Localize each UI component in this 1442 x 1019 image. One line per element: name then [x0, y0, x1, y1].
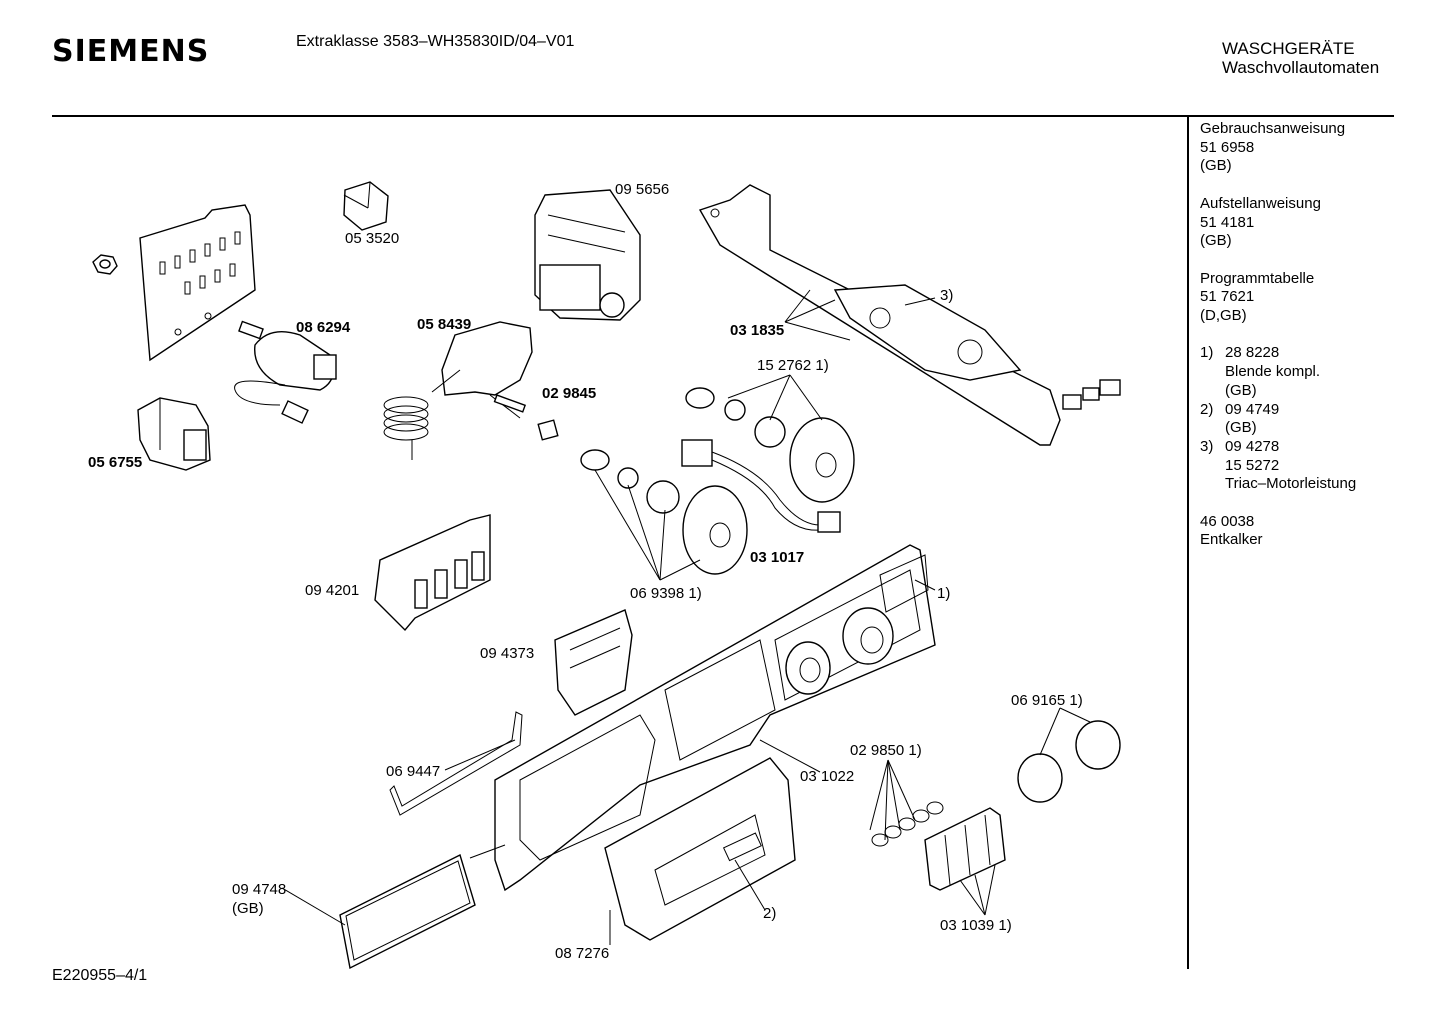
doc-lang: (D,GB)	[1200, 307, 1247, 324]
footnote-num: 3)	[1200, 437, 1214, 455]
footnote-line: 28 8228	[1225, 344, 1280, 362]
part-label: 09 4373	[480, 645, 534, 662]
doc-number: 51 4181	[1200, 213, 1255, 231]
hex-nut-icon	[92, 254, 118, 275]
door-lock-icon	[431, 321, 533, 419]
footnote-line: 09 4749	[1225, 400, 1280, 418]
part-label: 09 4748	[232, 881, 286, 898]
button-set-icon	[554, 609, 633, 716]
footnote-line: Triac–Motorleistung	[1225, 475, 1357, 493]
part-label: 05 6755	[88, 454, 142, 471]
rotary-switch-icon	[685, 387, 855, 503]
mounting-bracket-icon	[139, 204, 256, 362]
descaler-title: Entkalker	[1200, 531, 1263, 549]
part-label: 08 7276	[555, 945, 609, 962]
exploded-view-diagram: 05 3520 09 5656 3) 08 6294 05 8439 03 18…	[88, 181, 1121, 970]
programmer-unit-icon	[534, 189, 641, 321]
footnote-line: 09 4278	[1225, 437, 1280, 455]
pcb-rail-icon	[698, 184, 1121, 446]
category-line2: Waschvollautomaten	[1222, 58, 1380, 77]
part-label: 06 9447	[386, 763, 440, 780]
footnote-2: 2) 09 4749 (GB)	[1200, 401, 1356, 438]
header-divider	[52, 115, 1394, 117]
doc-program-table: Programmtabelle 51 7621 (D,GB)	[1200, 270, 1356, 326]
doc-lang: (GB)	[1200, 157, 1232, 175]
doc-lang: (GB)	[1200, 232, 1232, 250]
part-label: 06 9398 1)	[630, 585, 702, 602]
spring-coil-icon	[383, 396, 429, 460]
sidebar-divider	[1187, 117, 1189, 969]
leader-lines	[281, 289, 1091, 945]
part-label: 05 3520	[345, 230, 399, 247]
part-label: 09 4201	[305, 582, 359, 599]
part-label: 02 9850 1)	[850, 742, 922, 759]
part-label: 08 6294	[296, 319, 351, 336]
display-window-icon	[339, 854, 476, 970]
footnote-1: 1) 28 8228 Blende kompl. (GB)	[1200, 344, 1356, 400]
part-label: 03 1835	[730, 322, 784, 339]
transformer-icon	[137, 397, 211, 471]
doc-install: Aufstellanweisung 51 4181 (GB)	[1200, 195, 1356, 251]
part-label: 03 1039 1)	[940, 917, 1012, 934]
doc-manual: Gebrauchsanweisung 51 6958 (GB)	[1200, 120, 1356, 176]
doc-title: Gebrauchsanweisung	[1200, 120, 1346, 137]
footnote-num: 2)	[1200, 400, 1214, 418]
rotary-knob-icon	[580, 449, 748, 575]
part-label: 03 1017	[750, 549, 804, 566]
wire-harness-icon	[681, 439, 841, 533]
footnote-line: (GB)	[1225, 419, 1257, 437]
switch-block-icon	[374, 514, 491, 632]
category-line1: WASCHGERÄTE	[1222, 39, 1355, 58]
footnote-num: 1)	[1200, 344, 1214, 362]
descaler: 46 0038 Entkalker	[1200, 513, 1356, 550]
control-panel-icon	[494, 544, 936, 892]
drawing-number: E220955–4/1	[52, 967, 148, 984]
part-label: 2)	[763, 905, 776, 922]
part-label: 1)	[937, 585, 950, 602]
part-label: 3)	[940, 287, 953, 304]
part-label: 06 9165 1)	[1011, 692, 1083, 709]
part-label: 15 2762 1)	[757, 357, 829, 374]
doc-title: Programmtabelle	[1200, 269, 1315, 287]
spring-set-icon	[871, 801, 944, 847]
doc-number: 51 7621	[1200, 288, 1255, 306]
part-label: 03 1022	[800, 768, 854, 785]
control-knob-icon	[1017, 720, 1121, 803]
gasket-icon	[389, 711, 523, 816]
part-label: (GB)	[232, 900, 264, 917]
brand-logo: SIEMENS	[52, 34, 210, 69]
part-label: 02 9845	[542, 385, 596, 402]
relay-icon	[343, 181, 389, 231]
push-button-set-icon	[924, 807, 1006, 891]
part-label: 09 5656	[615, 181, 669, 198]
doc-title: Aufstellanweisung	[1200, 194, 1321, 212]
footnotes: 1) 28 8228 Blende kompl. (GB) 2) 09 4749…	[1200, 344, 1356, 494]
footnote-line: Blende kompl.	[1225, 363, 1321, 381]
part-label: 05 8439	[417, 316, 471, 333]
model-title: Extraklasse 3583–WH35830ID/04–V01	[296, 33, 575, 50]
sidebar: Gebrauchsanweisung 51 6958 (GB) Aufstell…	[1200, 120, 1356, 569]
footnote-3: 3) 09 4278 15 5272 Triac–Motorleistung	[1200, 438, 1356, 494]
descaler-number: 46 0038	[1200, 512, 1255, 530]
footnote-line: (GB)	[1225, 381, 1257, 399]
doc-number: 51 6958	[1200, 138, 1255, 156]
capacitor-icon	[234, 320, 337, 424]
footnote-line: 15 5272	[1225, 456, 1280, 474]
drawer-handle-icon	[604, 757, 796, 941]
clip-icon	[537, 419, 559, 441]
